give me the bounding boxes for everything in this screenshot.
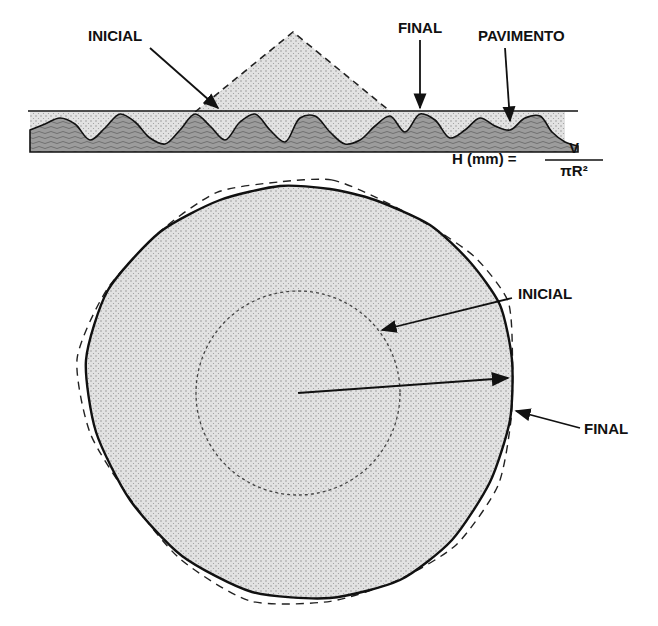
radius-arrow xyxy=(298,378,508,393)
fraction-bar xyxy=(545,159,603,161)
final-level-line xyxy=(28,110,578,111)
leader-line xyxy=(150,48,218,108)
final-outline-dashed xyxy=(77,179,513,604)
sand-patch xyxy=(86,186,513,599)
formula-denominator: πR² xyxy=(560,163,587,180)
callout-label: FINAL xyxy=(584,421,628,438)
callout-label: PAVIMENTO xyxy=(478,28,565,45)
leader-line xyxy=(516,411,580,428)
leader-line xyxy=(505,48,510,121)
pavement-surface xyxy=(30,114,578,152)
formula-numerator: V xyxy=(569,140,579,157)
leader-line xyxy=(382,298,512,330)
callout-label: INICIAL xyxy=(88,28,142,45)
formula-text: H (mm) = xyxy=(452,151,517,168)
initial-cone-outline xyxy=(195,32,391,112)
callout-label: INICIAL xyxy=(518,286,572,303)
sand-cone xyxy=(195,32,391,112)
final-outline xyxy=(86,186,513,599)
callout-label: FINAL xyxy=(398,20,442,37)
leader-line xyxy=(419,40,421,108)
